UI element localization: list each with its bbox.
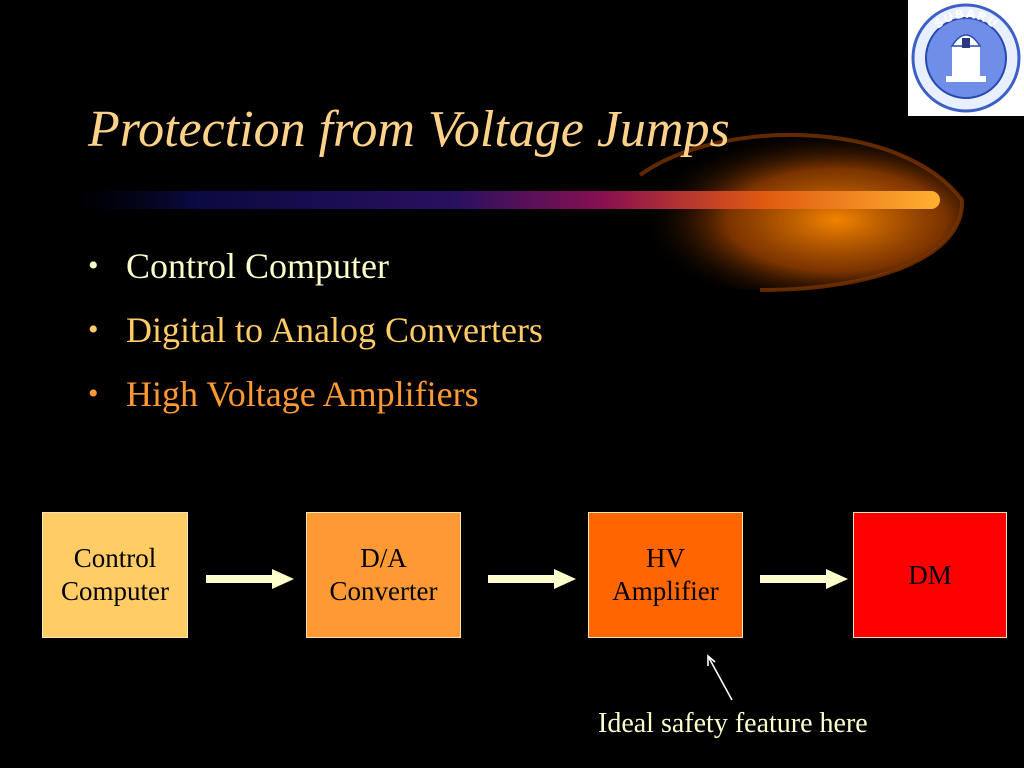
bullet-dot: • bbox=[88, 249, 99, 282]
subaru-logo: SUBARU bbox=[908, 0, 1024, 116]
da-converter-box: D/A Converter bbox=[306, 512, 461, 638]
node-label: Control Computer bbox=[61, 543, 169, 606]
hv-amplifier-box: HV Amplifier bbox=[588, 512, 743, 638]
bullet-text: Digital to Analog Converters bbox=[126, 310, 543, 350]
bullet-text: Control Computer bbox=[126, 246, 389, 286]
control-computer-box: Control Computer bbox=[42, 512, 188, 638]
node-label: D/A Converter bbox=[329, 543, 438, 606]
bullet-dot: • bbox=[88, 377, 99, 410]
flow-arrow bbox=[760, 569, 848, 589]
node-label: HV Amplifier bbox=[612, 543, 719, 606]
bullet-item: • Digital to Analog Converters bbox=[88, 304, 543, 368]
flow-arrow bbox=[488, 569, 576, 589]
bullet-text: High Voltage Amplifiers bbox=[126, 374, 479, 414]
flow-arrow bbox=[206, 569, 294, 589]
bullet-dot: • bbox=[88, 313, 99, 346]
bullet-list: • Control Computer • Digital to Analog Conv… bbox=[88, 240, 543, 432]
callout-pointer bbox=[707, 654, 733, 701]
bullet-item: • High Voltage Amplifiers bbox=[88, 368, 543, 432]
bullet-item: • Control Computer bbox=[88, 240, 543, 304]
slide-title: Protection from Voltage Jumps bbox=[88, 101, 730, 158]
dm-box: DM bbox=[853, 512, 1007, 638]
safety-feature-annotation: Ideal safety feature here bbox=[598, 708, 868, 739]
node-label: DM bbox=[908, 559, 952, 590]
